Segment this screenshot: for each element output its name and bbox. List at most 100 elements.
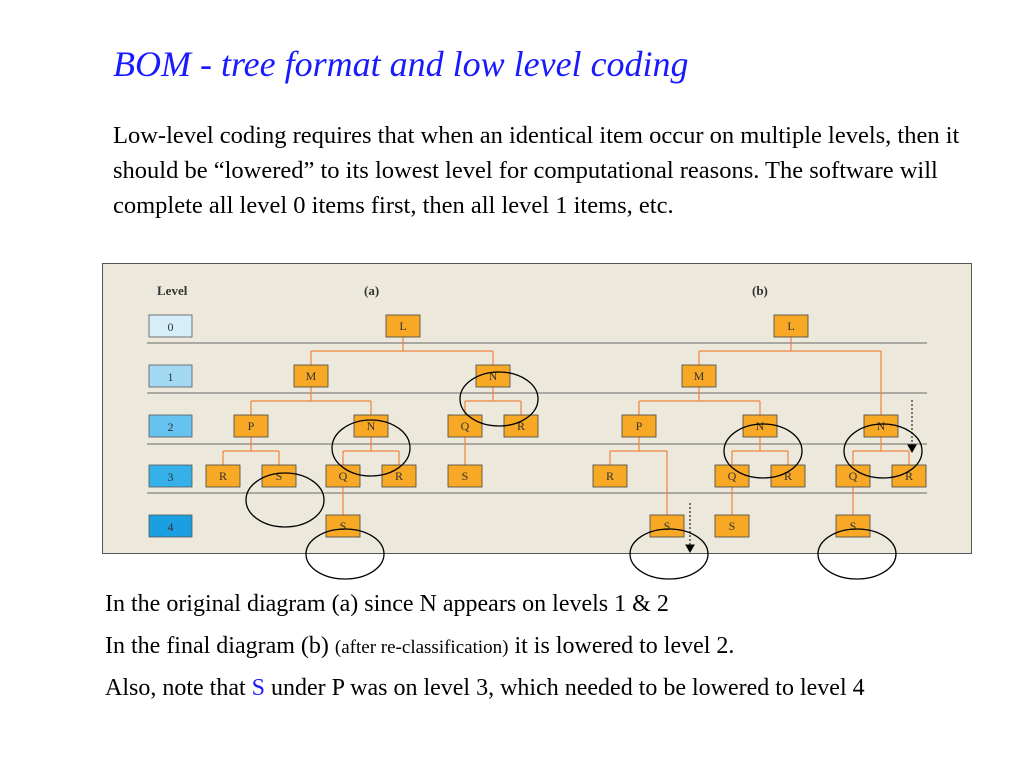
node-box — [447, 414, 483, 438]
node-R: R — [205, 464, 241, 488]
intro-paragraph: Low-level coding requires that when an i… — [113, 122, 960, 219]
node-L: L — [773, 314, 809, 338]
node-M: M — [293, 364, 329, 388]
node-label: L — [787, 319, 794, 333]
node-label: Q — [461, 419, 470, 433]
node-box — [325, 514, 361, 538]
node-label: N — [877, 419, 886, 433]
node-label: S — [276, 469, 283, 483]
node-label: N — [756, 419, 765, 433]
node-box — [714, 514, 750, 538]
node-Q: Q — [325, 464, 361, 488]
node-L: L — [385, 314, 421, 338]
level-boxes: 0 1 2 3 4 — [148, 314, 193, 538]
note-line-2-end: it is lowered to level 2. — [508, 633, 735, 659]
level-box-4: 4 — [148, 514, 193, 538]
node-label: N — [489, 369, 498, 383]
note-line-3-end: under P was on level 3, which needed to … — [265, 675, 865, 701]
level-label: 0 — [168, 320, 174, 334]
node-label: M — [306, 369, 317, 383]
arrowhead — [685, 544, 695, 554]
arrowhead — [907, 444, 917, 454]
highlight-circle — [245, 472, 325, 528]
node-label: Q — [339, 469, 348, 483]
level-box-0: 0 — [148, 314, 193, 338]
note-line-3-highlight: S — [251, 675, 266, 701]
node-N: N — [475, 364, 511, 388]
node-S: S — [714, 514, 750, 538]
level-box-bg — [148, 514, 193, 538]
highlight-circle — [843, 423, 923, 479]
node-box — [261, 464, 297, 488]
node-box — [891, 464, 927, 488]
tree-a-connectors — [222, 337, 522, 515]
node-label: S — [462, 469, 469, 483]
level-label: 2 — [168, 420, 174, 434]
node-box — [233, 414, 269, 438]
node-label: Q — [728, 469, 737, 483]
highlight-circle — [817, 528, 897, 580]
node-M: M — [681, 364, 717, 388]
node-S: S — [261, 464, 297, 488]
level-box-3: 3 — [148, 464, 193, 488]
node-box — [770, 464, 806, 488]
node-R: R — [503, 414, 539, 438]
level-separators — [147, 342, 927, 494]
note-line-2-main: In the final diagram (b) — [105, 633, 335, 659]
node-label: S — [340, 519, 347, 533]
node-box — [621, 414, 657, 438]
node-box — [325, 464, 361, 488]
level-box-bg — [148, 464, 193, 488]
node-R: R — [770, 464, 806, 488]
node-box — [293, 364, 329, 388]
node-label: R — [784, 469, 792, 483]
level-label: 4 — [168, 520, 174, 534]
level-box-bg — [148, 314, 193, 338]
node-label: S — [729, 519, 736, 533]
panel-b-label: (b) — [752, 283, 768, 298]
note-line-3: Also, note that S under P was on level 3… — [105, 672, 985, 704]
highlight-circle — [459, 371, 539, 427]
node-box — [475, 364, 511, 388]
level-box-2: 2 — [148, 414, 193, 438]
node-label: R — [517, 419, 525, 433]
node-label: M — [694, 369, 705, 383]
bom-diagram: Level (a) (b) 0 1 2 — [102, 263, 972, 554]
panel-a-label: (a) — [364, 283, 379, 298]
node-box — [835, 514, 871, 538]
level-box-bg — [148, 364, 193, 388]
node-box — [649, 514, 685, 538]
tree-b-connectors — [609, 337, 910, 515]
node-label: Q — [849, 469, 858, 483]
overflow-circles — [305, 528, 897, 580]
node-label: R — [395, 469, 403, 483]
node-label: S — [850, 519, 857, 533]
node-N: N — [353, 414, 389, 438]
note-line-3-start: Also, note that — [105, 675, 252, 701]
node-label: P — [636, 419, 643, 433]
note-line-1: In the original diagram (a) since N appe… — [105, 591, 669, 617]
node-P: P — [621, 414, 657, 438]
node-R: R — [592, 464, 628, 488]
level-label: 3 — [168, 470, 174, 484]
node-label: R — [905, 469, 913, 483]
level-header: Level — [157, 283, 188, 298]
node-box — [381, 464, 417, 488]
node-box — [205, 464, 241, 488]
highlight-circle — [723, 423, 803, 479]
node-label: P — [248, 419, 255, 433]
node-R: R — [891, 464, 927, 488]
node-label: L — [399, 319, 406, 333]
highlight-circles — [245, 371, 923, 528]
highlight-circle — [305, 528, 385, 580]
node-box — [681, 364, 717, 388]
tree-a-nodes: L M N P N Q R R S Q R S S — [205, 314, 539, 538]
tree-b-nodes: L M P N N R Q R Q R S S S — [592, 314, 927, 538]
node-box — [385, 314, 421, 338]
note-line-2: In the final diagram (b) (after re-class… — [105, 630, 734, 664]
node-label: R — [606, 469, 614, 483]
node-box — [773, 314, 809, 338]
node-Q: Q — [447, 414, 483, 438]
node-label: R — [219, 469, 227, 483]
bom-diagram-svg: Level (a) (b) 0 1 2 — [102, 263, 972, 554]
